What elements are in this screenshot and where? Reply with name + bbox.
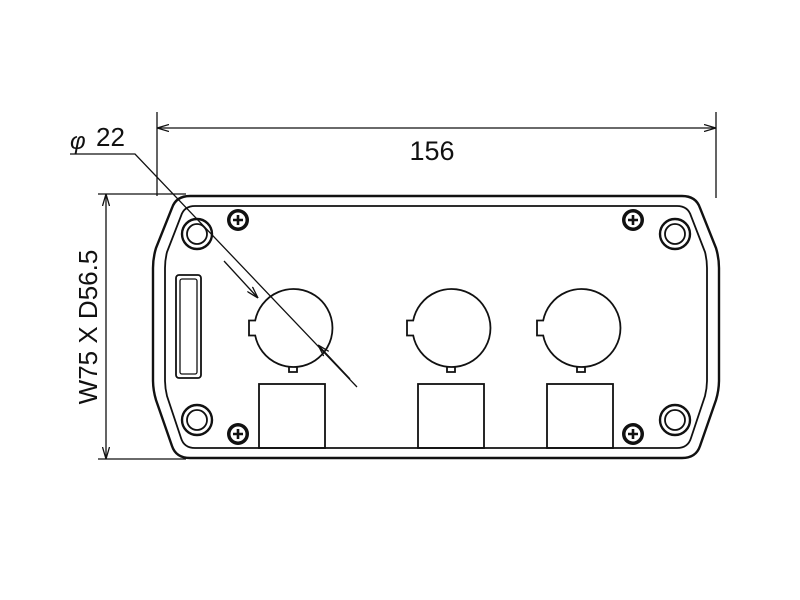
nameplate-recess-3: [546, 383, 614, 449]
label-slot: [175, 274, 202, 379]
button-hole-3: [536, 288, 622, 373]
side-dimension-label: W75 X D56.5: [73, 250, 103, 405]
width-dimension: 156: [156, 112, 717, 198]
hole-diameter-callout: φ 22: [70, 122, 358, 388]
diameter-symbol: φ: [70, 128, 86, 155]
cover-screw-bottom-right: [622, 423, 644, 445]
corner-hole-bottom-right: [658, 403, 692, 437]
hole-diameter-label: 22: [96, 122, 125, 152]
nameplate-recess-1: [258, 383, 326, 449]
cover-screw-top-left: [227, 209, 249, 231]
enclosure-body: [151, 194, 721, 460]
enclosure-inner-outline: [164, 205, 708, 449]
diameter-leader-line: [70, 153, 358, 388]
cover-screw-bottom-left: [227, 423, 249, 445]
nameplate-recess-2: [417, 383, 485, 449]
enclosure-outer-outline: [151, 194, 721, 460]
corner-hole-bottom-left: [180, 403, 214, 437]
diameter-arrow-upper: [223, 260, 258, 298]
button-hole-2: [406, 288, 492, 373]
width-dimension-label: 156: [409, 136, 454, 166]
label-slot-inner: [179, 278, 198, 375]
corner-hole-top-right: [658, 217, 692, 251]
height-dimension: W75 X D56.5: [73, 193, 186, 460]
button-hole-1: [248, 288, 334, 373]
cover-screw-top-right: [622, 209, 644, 231]
diameter-arrow-lower: [318, 345, 351, 380]
corner-hole-top-left: [180, 217, 214, 251]
